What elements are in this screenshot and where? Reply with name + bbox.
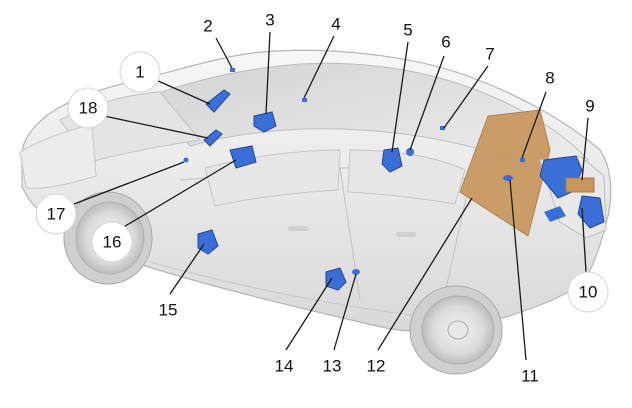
leader-12 [377, 197, 473, 351]
door-handle-front [288, 226, 308, 231]
callout-8-label: 8 [545, 69, 554, 88]
component-18 [203, 129, 223, 147]
component-7 [440, 126, 445, 130]
callout-10: 10 [567, 271, 609, 313]
leader-7 [443, 65, 489, 129]
leader-4 [303, 35, 335, 99]
leader-10 [581, 207, 587, 273]
component-11 [503, 175, 513, 181]
callout-16-badge [91, 221, 133, 263]
components [183, 68, 605, 291]
callout-4: 4 [331, 15, 340, 34]
callout-13: 13 [323, 357, 342, 376]
callout-9: 9 [585, 97, 594, 116]
door-handle-rear [396, 232, 416, 237]
callout-11-label: 11 [521, 367, 539, 386]
car-sill-line [149, 261, 421, 317]
callout-13-label: 13 [323, 357, 342, 376]
leader-3 [265, 31, 271, 115]
callout-10-label: 10 [579, 283, 598, 302]
callout-1-badge [119, 51, 161, 93]
leader-6 [409, 55, 445, 151]
leader-8 [521, 91, 547, 159]
component-5 [381, 147, 403, 173]
leader-11 [509, 179, 527, 361]
component-1 [205, 89, 231, 113]
component-17 [183, 157, 189, 163]
callout-3: 3 [265, 11, 274, 30]
leader-17 [73, 161, 185, 205]
leader-5 [391, 41, 409, 153]
component-9-pad [565, 177, 595, 193]
callout-18-badge [67, 87, 109, 129]
leader-13 [333, 273, 357, 351]
callout-6: 6 [441, 33, 450, 52]
component-16 [229, 145, 257, 169]
callout-12: 12 [367, 357, 386, 376]
leader-14 [285, 277, 333, 351]
leader-lines [73, 31, 589, 361]
callout-16: 16 [91, 221, 133, 263]
rear-wheel [409, 285, 503, 375]
callout-17: 17 [35, 193, 77, 235]
car-roof-glass [149, 62, 589, 179]
callout-2: 2 [203, 17, 212, 36]
leader-18 [103, 115, 209, 139]
component-3 [253, 111, 277, 133]
callout-15: 15 [159, 301, 178, 320]
callout-18-label: 18 [79, 99, 98, 118]
car-hood [19, 123, 97, 189]
callout-5: 5 [403, 21, 412, 40]
component-4 [302, 98, 307, 102]
callout-2-label: 2 [203, 17, 212, 36]
component-6 [406, 148, 414, 156]
callout-6-label: 6 [441, 33, 450, 52]
callout-14: 14 [275, 357, 294, 376]
component-10 [577, 195, 605, 229]
callout-7-label: 7 [485, 45, 494, 64]
component-10-bracket [544, 206, 566, 222]
component-13 [352, 269, 360, 275]
callout-8: 8 [545, 69, 554, 88]
callout-4-label: 4 [331, 15, 340, 34]
component-8 [520, 158, 525, 162]
callout-3-label: 3 [265, 11, 274, 30]
callout-15-label: 15 [159, 301, 178, 320]
component-14 [325, 267, 347, 291]
leader-15 [169, 243, 205, 295]
leader-1 [155, 79, 211, 105]
callout-16-label: 16 [103, 233, 122, 252]
callout-14-label: 14 [275, 357, 294, 376]
callout-12-label: 12 [367, 357, 386, 376]
leader-9 [581, 117, 589, 181]
callout-9-label: 9 [585, 97, 594, 116]
callout-7: 7 [485, 45, 494, 64]
callout-17-label: 17 [47, 205, 66, 224]
leader-2 [215, 37, 233, 69]
callout-11: 11 [521, 367, 539, 386]
callout-1-label: 1 [135, 63, 144, 82]
callout-5-label: 5 [403, 21, 412, 40]
component-15 [197, 229, 219, 255]
callout-17-badge [35, 193, 77, 235]
leader-16 [121, 159, 237, 229]
callout-18: 18 [67, 87, 109, 129]
callout-1: 1 [119, 51, 161, 93]
callout-10-badge [567, 271, 609, 313]
component-2 [230, 68, 235, 72]
